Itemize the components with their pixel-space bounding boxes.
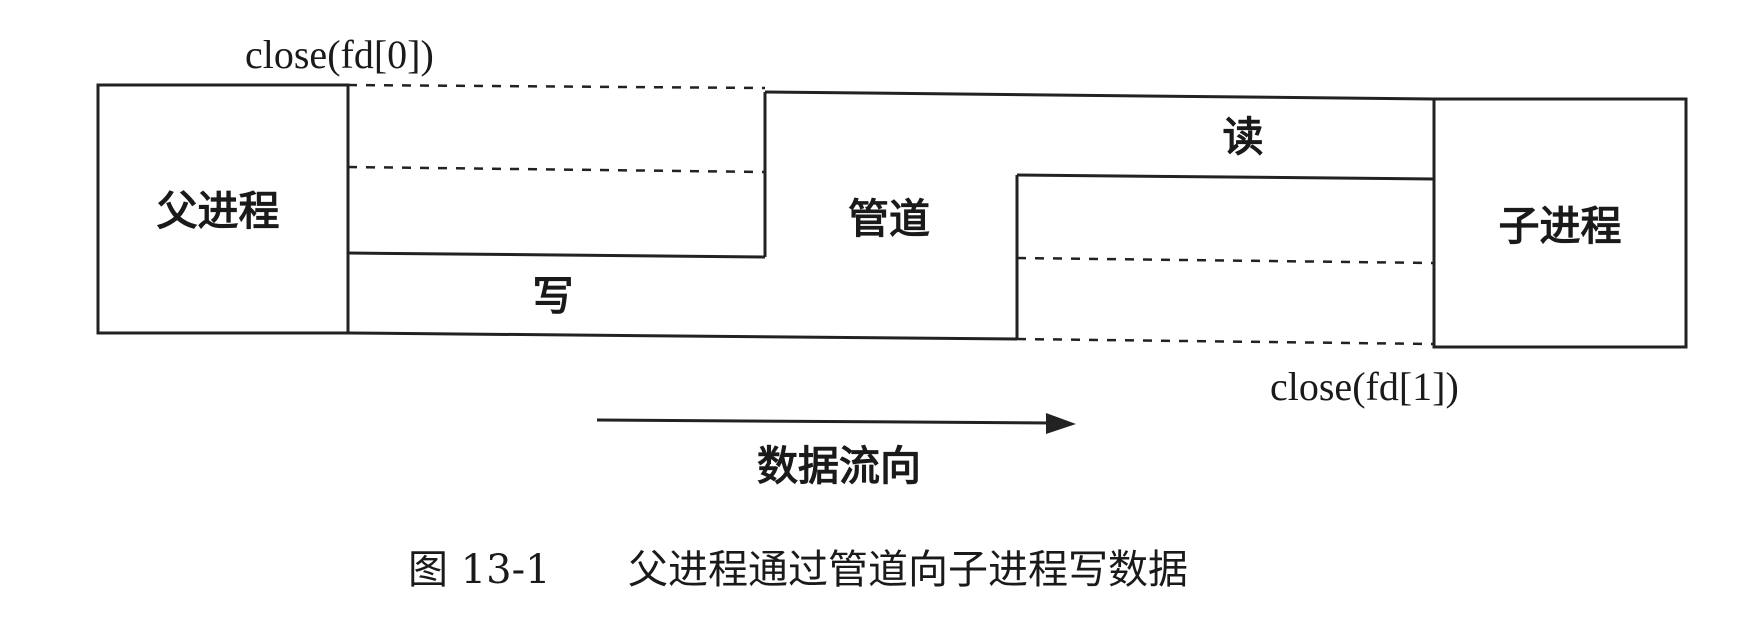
parent-process-box <box>96 83 350 335</box>
closed-write-end-top-dashed <box>1016 256 1435 265</box>
closed-read-end-top-dashed <box>347 83 766 90</box>
figure-caption-text: 父进程通过管道向子进程写数据 <box>628 547 1188 593</box>
read-label: 读 <box>1223 113 1264 161</box>
parent-process-label: 父进程 <box>157 187 280 235</box>
closed-read-end-bottom-dashed <box>347 165 766 174</box>
pipe-top-line <box>764 90 1435 101</box>
figure-number: 图 13-1 <box>408 547 551 593</box>
data-flow-label: 数据流向 <box>757 442 921 490</box>
data-flow-arrow-shaft <box>596 418 1053 425</box>
child-process-box <box>1432 97 1688 349</box>
data-flow-arrow-head <box>1046 413 1076 434</box>
child-process-label: 子进程 <box>1499 202 1622 250</box>
pipe-label: 管道 <box>848 195 930 243</box>
pipe-read-channel-bottom-line <box>1016 173 1435 181</box>
pipe-write-channel-top-line <box>347 251 766 259</box>
close-read-end-label: close(fd[0]) <box>245 32 434 77</box>
closed-write-end-bottom-dashed <box>1016 337 1435 346</box>
pipe-bottom-left-line <box>347 331 1018 341</box>
close-write-end-label: close(fd[1]) <box>1270 364 1459 409</box>
write-label: 写 <box>533 272 574 320</box>
